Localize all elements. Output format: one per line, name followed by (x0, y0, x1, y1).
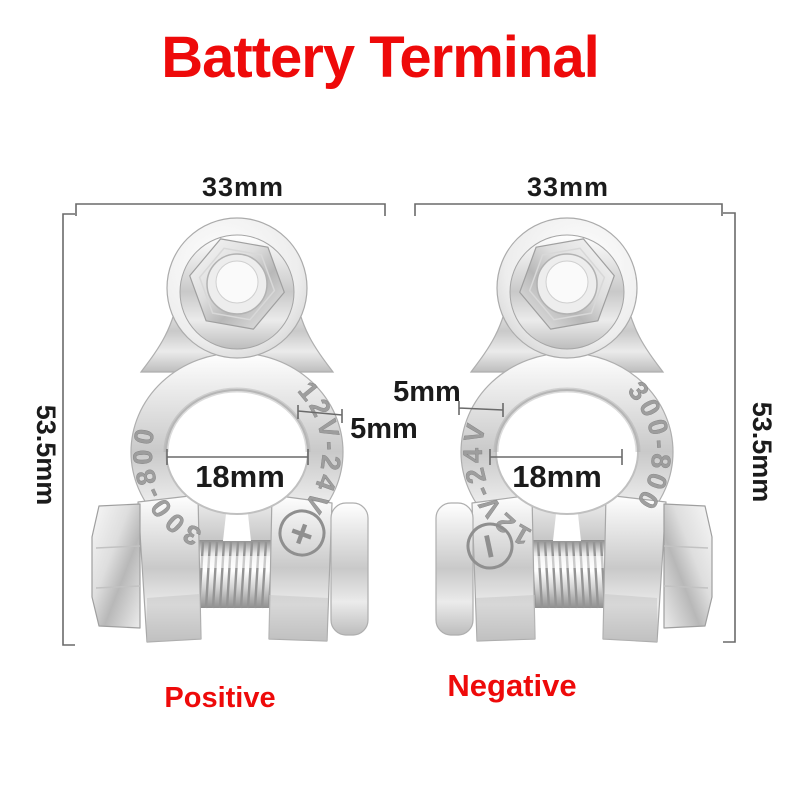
dimension-line (297, 405, 343, 423)
dimension-label: 18mm (195, 459, 285, 494)
negative-label: Negative (447, 668, 577, 703)
page-title: Battery Terminal (161, 25, 599, 90)
positive-wall-dimension: 5mm (297, 405, 418, 445)
dimension-line (489, 449, 623, 465)
dimension-label: 53.5mm (747, 402, 777, 503)
negative-width-dimension: 33mm (414, 172, 723, 216)
positive-width-dimension: 33mm (75, 172, 386, 216)
negative-wall-dimension: 5mm (393, 376, 504, 417)
dimension-bracket (723, 212, 736, 643)
dimension-bracket (75, 203, 386, 216)
positive-hole-dimension: 18mm (166, 449, 309, 494)
positive-label: Positive (164, 682, 276, 714)
dimension-bracket (62, 213, 75, 646)
dimension-label: 5mm (393, 376, 461, 408)
dimension-label: 53.5mm (31, 405, 61, 506)
dimension-label: 33mm (527, 172, 609, 202)
dimension-line (458, 401, 504, 417)
dimension-label: 5mm (350, 413, 418, 445)
dimension-line (166, 449, 309, 465)
negative-hole-dimension: 18mm (489, 449, 623, 494)
dimension-bracket (414, 203, 723, 216)
positive-height-dimension: 53.5mm (31, 213, 75, 646)
dimension-label: 33mm (202, 172, 284, 202)
dimension-label: 18mm (512, 459, 602, 494)
negative-height-dimension: 53.5mm (723, 212, 777, 643)
